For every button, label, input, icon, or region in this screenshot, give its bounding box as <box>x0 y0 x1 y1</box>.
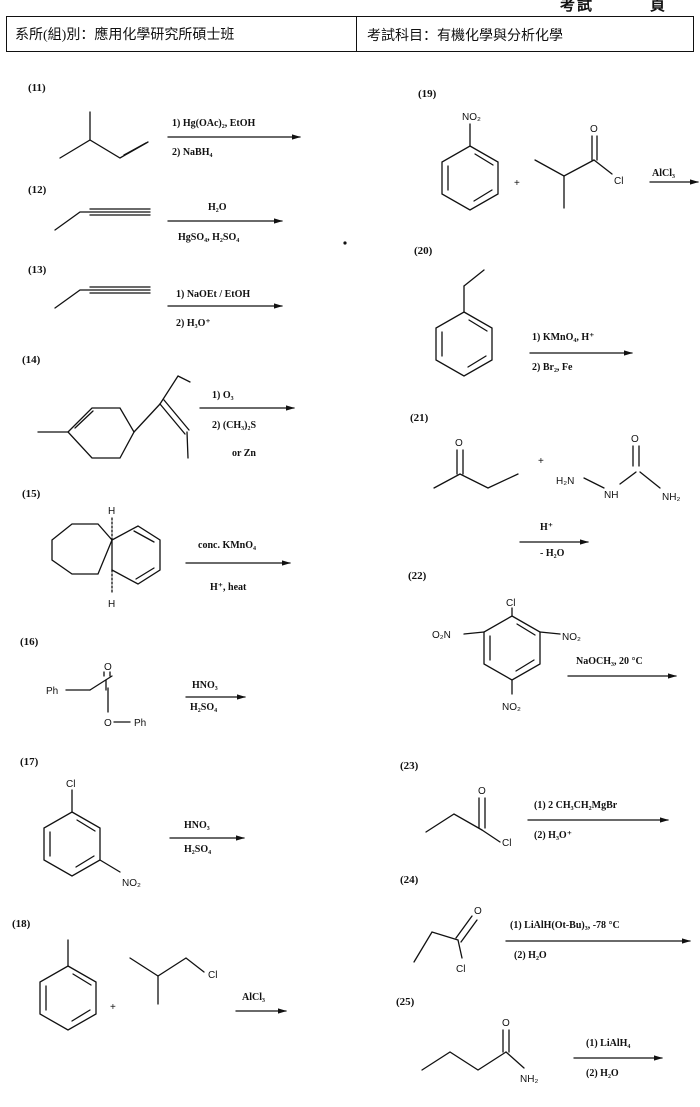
problem-14-condition-3: or Zn <box>232 448 256 459</box>
problem-13-structure <box>54 286 151 309</box>
problem-17-atom-cl: Cl <box>66 779 75 790</box>
problem-19-structure <box>441 123 613 211</box>
problem-13-number: (13) <box>28 264 47 276</box>
problem-21-atom-o-ketone: O <box>455 438 463 449</box>
problem-25-condition-1: (1) LiAlH₄ <box>586 1038 630 1049</box>
top-strip-text: 考試 <box>560 0 595 14</box>
problem-14-structure <box>37 375 191 459</box>
stray-dot <box>343 241 347 245</box>
top-strip: 考試 頁 <box>0 0 700 14</box>
problem-22-condition-1: NaOCH₃, 20 °C <box>576 656 643 667</box>
problem-23-atom-cl: Cl <box>502 838 511 849</box>
problem-17-condition-2: H₂SO₄ <box>184 844 211 855</box>
problem-19-number: (19) <box>418 88 437 100</box>
problem-22-atom-cl: Cl <box>506 598 515 609</box>
problem-23-condition-2: (2) H₃O⁺ <box>534 830 572 841</box>
problem-21-atom-o-urea: O <box>631 434 639 445</box>
problem-25-atom-o: O <box>502 1018 510 1029</box>
problem-15-number: (15) <box>22 488 41 500</box>
problem-11-structure <box>59 111 149 159</box>
problem-17-condition-1: HNO₃ <box>184 820 210 831</box>
problem-19-condition-1: AlCl₃ <box>652 168 675 179</box>
problem-24-condition-2: (2) H₂O <box>514 950 547 961</box>
problem-21-atom-nh: NH <box>604 490 618 501</box>
problem-11-condition-2: 2) NaBH₄ <box>172 147 213 158</box>
problem-24-structure <box>413 915 478 963</box>
problem-12-number: (12) <box>28 184 47 196</box>
problem-25-number: (25) <box>396 996 415 1008</box>
problem-13-condition-2: 2) H₃O⁺ <box>176 318 211 329</box>
problem-22-atom-no2-right: NO₂ <box>562 632 581 643</box>
problem-18-plus: + <box>110 1002 116 1013</box>
problem-19-atom-cl: Cl <box>614 176 623 187</box>
subject-label: 考試科目：有機化學與分析化學 <box>367 29 563 44</box>
problem-20-structure <box>435 269 493 377</box>
problem-24-number: (24) <box>400 874 419 886</box>
problem-16-structure <box>65 671 131 723</box>
problem-22-atom-no2-bottom: NO₂ <box>502 702 521 713</box>
header-divider <box>356 17 357 51</box>
problem-11-number: (11) <box>28 82 46 94</box>
problem-21-atom-nh2: NH₂ <box>662 492 680 503</box>
problem-18-atom-cl: Cl <box>208 970 217 981</box>
problem-11-condition-1: 1) Hg(OAc)₂, EtOH <box>172 118 255 129</box>
problem-21-plus: + <box>538 456 544 467</box>
problem-22-atom-o2n: O₂N <box>432 630 451 641</box>
problem-16-atom-o-carbonyl: O <box>104 662 112 673</box>
problem-18-condition-1: AlCl₃ <box>242 992 265 1003</box>
problem-24-atom-cl: Cl <box>456 964 465 975</box>
problem-16-condition-2: H₂SO₄ <box>190 702 217 713</box>
problem-17-number: (17) <box>20 756 39 768</box>
problem-21-number: (21) <box>410 412 429 424</box>
problem-21-atom-h2n: H₂N <box>556 476 574 487</box>
problem-14-condition-1: 1) O₃ <box>212 390 234 401</box>
problem-16-atom-o-ester: O <box>104 718 112 729</box>
exam-header: 系所(組)別：應用化學研究所碩士班 考試科目：有機化學與分析化學 <box>6 16 694 52</box>
problem-19-atom-o: O <box>590 124 598 135</box>
problem-15-atom-h-top: H <box>108 506 115 517</box>
problem-22-number: (22) <box>408 570 427 582</box>
problem-12-structure <box>54 208 151 231</box>
problem-22-structure <box>463 607 561 695</box>
top-strip-page: 頁 <box>650 0 668 14</box>
problem-25-structure <box>421 1029 525 1071</box>
problem-23-atom-o: O <box>478 786 486 797</box>
problem-13-condition-1: 1) NaOEt / EtOH <box>176 289 250 300</box>
problem-16-atom-ph-left: Ph <box>46 686 58 697</box>
problem-20-number: (20) <box>414 245 433 257</box>
problem-23-number: (23) <box>400 760 419 772</box>
problem-14-number: (14) <box>22 354 41 366</box>
problem-23-structure <box>425 797 501 843</box>
problem-24-condition-1: (1) LiAlH(Ot-Bu)₃, -78 °C <box>510 920 620 931</box>
problem-21-condition-2: - H₂O <box>540 548 565 559</box>
problem-12-condition-1: H₂O <box>208 202 227 213</box>
problem-23-condition-1: (1) 2 CH₃CH₂MgBr <box>534 800 618 811</box>
problem-18-structure <box>39 939 205 1031</box>
problem-17-structure <box>43 789 121 877</box>
problem-15-structure <box>51 517 161 595</box>
problem-19-plus: + <box>514 178 520 189</box>
problem-12-condition-2: HgSO₄, H₂SO₄ <box>178 232 239 243</box>
department-label: 系所(組)別：應用化學研究所碩士班 <box>15 28 235 43</box>
problem-14-condition-2: 2) (CH₃)₂S <box>212 420 256 431</box>
problem-18-number: (18) <box>12 918 31 930</box>
problem-15-condition-2: H⁺, heat <box>210 582 247 593</box>
problem-17-atom-no2: NO₂ <box>122 878 141 889</box>
problem-16-condition-1: HNO₃ <box>192 680 218 691</box>
problem-25-atom-nh2: NH₂ <box>520 1074 538 1085</box>
problem-16-atom-ph-right: Ph <box>134 718 146 729</box>
problem-24-atom-o: O <box>474 906 482 917</box>
problem-20-condition-2: 2) Br₂, Fe <box>532 362 573 373</box>
problem-15-condition-1: conc. KMnO₄ <box>198 540 256 551</box>
problem-20-condition-1: 1) KMnO₄, H⁺ <box>532 332 594 343</box>
problem-16-number: (16) <box>20 636 39 648</box>
problem-21-condition-1: H⁺ <box>540 522 553 533</box>
problem-19-atom-no2: NO₂ <box>462 112 481 123</box>
problem-15-atom-h-bottom: H <box>108 599 115 610</box>
problem-21-structure <box>433 445 661 489</box>
problem-25-condition-2: (2) H₂O <box>586 1068 619 1079</box>
